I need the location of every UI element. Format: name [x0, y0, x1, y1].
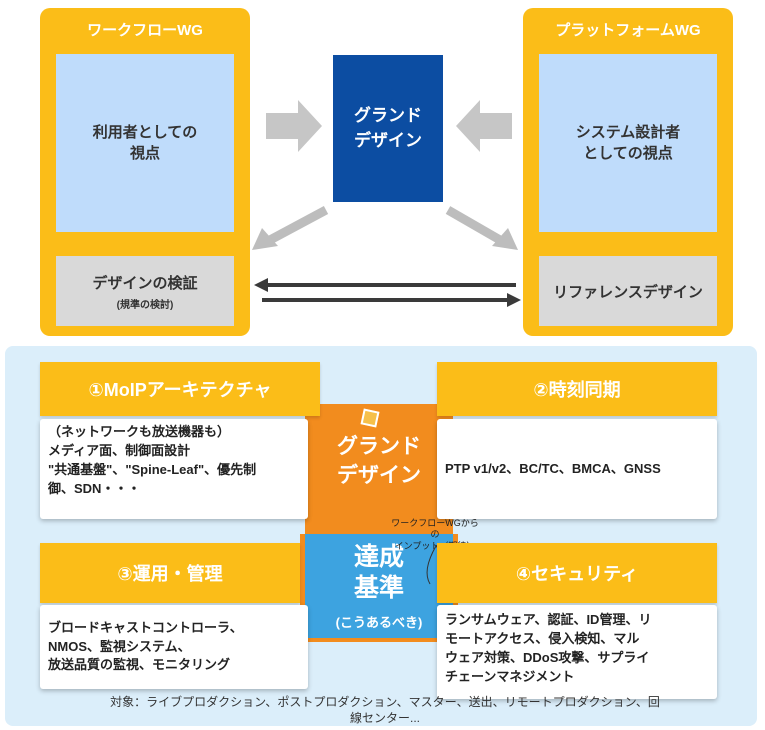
section-moip-body: （ネットワークも放送機器も） メディア面、制御面設計 "共通基盤"、"Spine… [40, 419, 308, 519]
section-moip-header: ①MoIPアーキテクチャ [40, 362, 320, 416]
section-time-sync-body: PTP v1/v2、BC/TC、BMCA、GNSS [437, 419, 717, 519]
section-time-sync-text: PTP v1/v2、BC/TC、BMCA、GNSS [445, 460, 661, 476]
section-security-body: ランサムウェア、認証、ID管理、リ モートアクセス、侵入検知、マル ウェア対策、… [437, 605, 717, 699]
arrow-down-left-icon [252, 228, 278, 250]
achievement-criteria-label: 達成 基準 [353, 543, 404, 603]
center-grand-design-block [305, 404, 453, 534]
section-operation-text: ブロードキャストコントローラ、 NMOS、監視システム、 放送品質の監視、モニタ… [48, 619, 243, 673]
platform-wg-title: プラットフォームWG [555, 22, 701, 39]
grand-design-box: グランド デザイン [333, 55, 443, 202]
handwritten-note: ワークフローWGから の インプット（期待） [391, 518, 479, 551]
user-viewpoint-box: 利用者としての 視点 [56, 54, 234, 232]
design-verification-sub: (規準の検討) [116, 299, 174, 311]
target-footer: 対象：ライブプロダクション、ポストプロダクション、マスター、送出、リモートプロダ… [110, 695, 660, 726]
achievement-criteria-sub: (こうあるべき) [335, 615, 423, 630]
section-time-sync-header: ②時刻同期 [437, 362, 717, 416]
design-verification-title: デザインの検証 [92, 274, 198, 292]
notepad-icon [360, 408, 380, 428]
arrow-right-icon [266, 100, 322, 152]
workflow-wg-title: ワークフローWG [87, 22, 203, 39]
arrow-right-dark-icon [507, 293, 521, 307]
reference-design-box: リファレンスデザイン [539, 256, 717, 326]
arrow-left-icon [456, 100, 512, 152]
center-grand-design-label: グランド デザイン [337, 435, 421, 488]
section-operation-body: ブロードキャストコントローラ、 NMOS、監視システム、 放送品質の監視、モニタ… [40, 605, 308, 689]
design-verification-box: デザインの検証 (規準の検討) [56, 256, 234, 326]
top-arrows [252, 100, 521, 307]
arrow-down-right-icon [492, 228, 518, 250]
designer-viewpoint-box: システム設計者 としての視点 [539, 54, 717, 232]
section-operation-header: ③運用・管理 [40, 543, 300, 603]
reference-design-title: リファレンスデザイン [553, 283, 703, 301]
section-security-header: ④セキュリティ [437, 543, 717, 603]
arrow-left-dark-icon [254, 278, 268, 292]
